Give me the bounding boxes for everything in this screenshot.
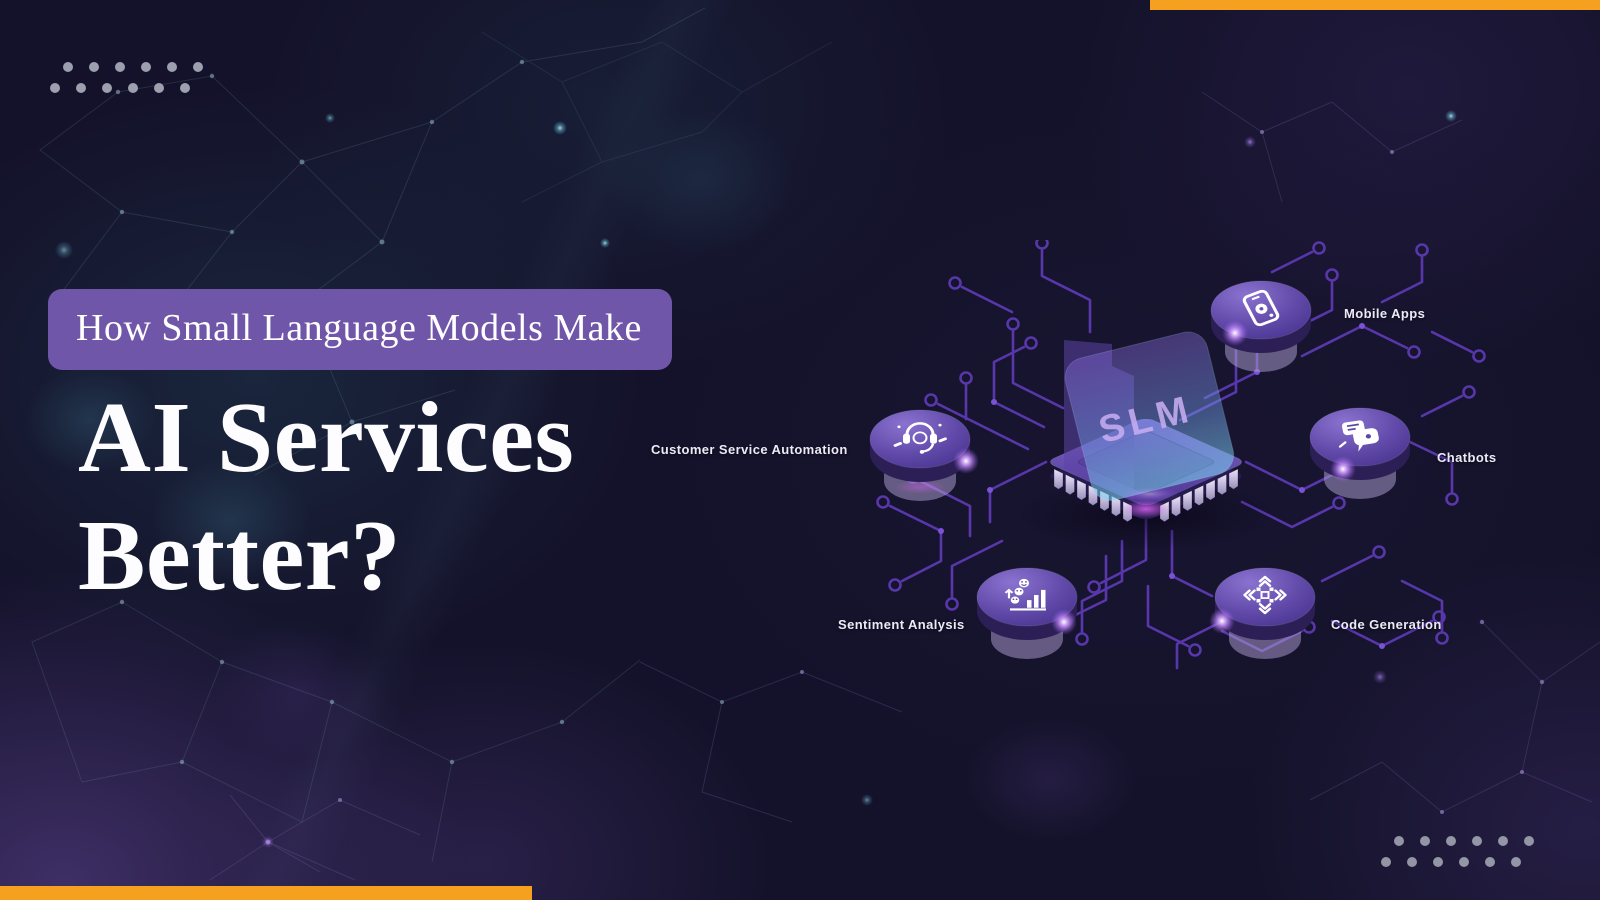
node-chatbots <box>1309 407 1411 499</box>
kicker-text: How Small Language Models Make <box>76 307 642 349</box>
dots-ornament-top-left <box>50 62 203 93</box>
node-mobile-apps <box>1210 280 1312 372</box>
headset-icon <box>893 422 947 454</box>
label-customer-service-automation: Customer Service Automation <box>651 442 848 457</box>
slm-hologram: SLM <box>1064 331 1235 502</box>
node-sentiment-analysis <box>976 567 1078 659</box>
bottom-accent-bar <box>0 886 532 900</box>
chatbot-icon <box>1338 420 1379 452</box>
qr-code-icon <box>1243 575 1287 615</box>
label-sentiment-analysis: Sentiment Analysis <box>838 617 965 632</box>
label-chatbots: Chatbots <box>1437 450 1497 465</box>
dots-ornament-bottom-right <box>1381 836 1534 867</box>
title-line-2: Better? <box>78 499 402 612</box>
title-line-1: AI Services <box>78 381 575 493</box>
node-code-generation <box>1209 567 1316 659</box>
circuit-traces <box>876 240 1486 670</box>
label-mobile-apps: Mobile Apps <box>1344 306 1426 321</box>
label-code-generation: Code Generation <box>1331 617 1442 632</box>
node-customer-service-automation <box>869 409 979 501</box>
smartphone-icon <box>1242 289 1280 327</box>
top-accent-bar <box>1150 0 1600 10</box>
chip-pins-right <box>1159 468 1239 523</box>
sentiment-chart-icon <box>1004 578 1046 611</box>
title-kicker-badge: How Small Language Models Make <box>48 289 672 370</box>
slm-chip-illustration: SLM <box>869 240 1486 670</box>
